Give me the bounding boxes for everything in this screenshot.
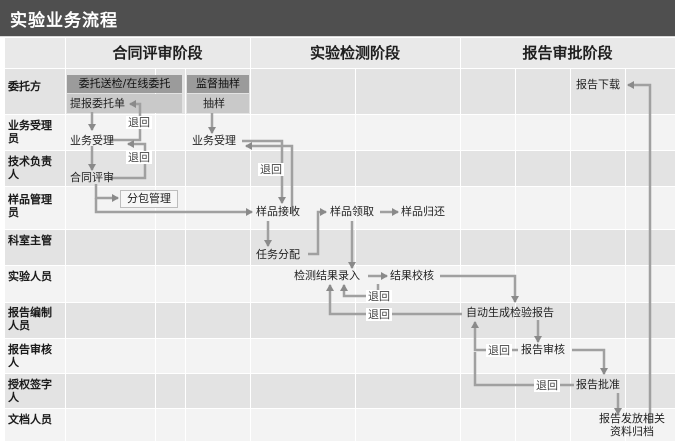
node-contract-review: 合同评审: [70, 171, 114, 184]
node-subcontract: 分包管理: [120, 190, 178, 208]
return-label: 退回: [366, 308, 392, 321]
arrow-accept2-to-receive: [242, 139, 286, 204]
grid-line: [355, 68, 356, 441]
phase-report-approval: 报告审批阶段: [522, 44, 613, 62]
diagram-title: 实验业务流程: [10, 11, 118, 31]
node-report-review: 报告审核: [521, 343, 565, 356]
arrow-review-to-approve: [572, 348, 608, 375]
role-entrust: 委托方: [8, 80, 41, 93]
node-report-download: 报告下载: [576, 78, 620, 91]
arrow-return-autogen-to-entry: [326, 284, 462, 316]
node-business-accept-1: 业务受理: [70, 134, 114, 147]
tab-supervise-sampling: 监督抽样: [187, 75, 249, 93]
return-label: 退回: [126, 151, 152, 164]
return-label: 退回: [126, 116, 152, 129]
node-sample-receive: 样品接收: [256, 205, 300, 218]
role-reviewer: 报告审核人: [8, 343, 52, 369]
grid-line: [515, 68, 516, 441]
return-label: 退回: [534, 379, 560, 392]
node-sample-collect: 样品领取: [330, 205, 374, 218]
column-separator: [65, 38, 66, 441]
phase-testing: 实验检测阶段: [309, 44, 400, 62]
tab-entrust-online: 委托送检/在线委托: [67, 75, 182, 93]
arrow-contract-to-subcontract: [94, 184, 119, 202]
role-writer: 报告编制人员: [8, 306, 52, 332]
grid-line: [570, 68, 571, 441]
node-sampling: 抽样: [203, 97, 225, 110]
arrow-issue-to-download: [627, 81, 652, 424]
lane-writer: [5, 303, 675, 339]
node-task-assign: 任务分配: [256, 248, 300, 261]
node-submit-order-bg: [67, 94, 182, 113]
role-tech: 技术负责 人: [8, 155, 52, 181]
column-separator: [250, 38, 251, 441]
phase-header-row: [5, 38, 675, 69]
role-sample: 样品管理 员: [8, 193, 52, 219]
lane-lab: [5, 230, 675, 266]
node-report-approve: 报告批准: [576, 378, 620, 391]
role-archive: 文档人员: [8, 413, 52, 426]
phase-contract-review: 合同评审阶段: [112, 44, 203, 62]
node-auto-report: 自动生成检验报告: [466, 306, 554, 319]
node-result-verify: 结果校核: [390, 269, 434, 282]
column-separator: [460, 38, 461, 441]
arrow-contract-to-receive: [94, 198, 253, 216]
return-label: 退回: [258, 163, 284, 176]
lane-biz: [5, 115, 675, 151]
arrow-return-to-accept2: [245, 142, 294, 212]
lane-reviewer: [5, 339, 675, 374]
role-biz: 业务受理 员: [8, 119, 52, 145]
node-result-entry: 检测结果录入: [294, 269, 360, 282]
grid-line: [185, 68, 186, 441]
role-lab: 科室主管: [8, 234, 52, 247]
node-submit-order: 提报委托单: [70, 97, 125, 110]
role-tester: 实验人员: [8, 270, 52, 283]
grid-line: [155, 68, 156, 441]
return-label: 退回: [486, 344, 512, 357]
grid-line: [625, 68, 626, 441]
diagram-title-bar: 实验业务流程: [0, 0, 675, 37]
node-sampling-bg: [187, 94, 249, 113]
node-report-issue-archive: 报告发放相关资料归档: [599, 412, 665, 438]
node-business-accept-2: 业务受理: [192, 134, 236, 147]
arrow-verify-to-autogen: [440, 274, 519, 303]
arrow-assign-to-collect: [308, 208, 327, 256]
return-label: 退回: [366, 290, 392, 303]
role-signer: 授权签字 人: [8, 378, 52, 404]
lane-tech: [5, 151, 675, 187]
lane-signer: [5, 374, 675, 409]
node-sample-return: 样品归还: [401, 205, 445, 218]
